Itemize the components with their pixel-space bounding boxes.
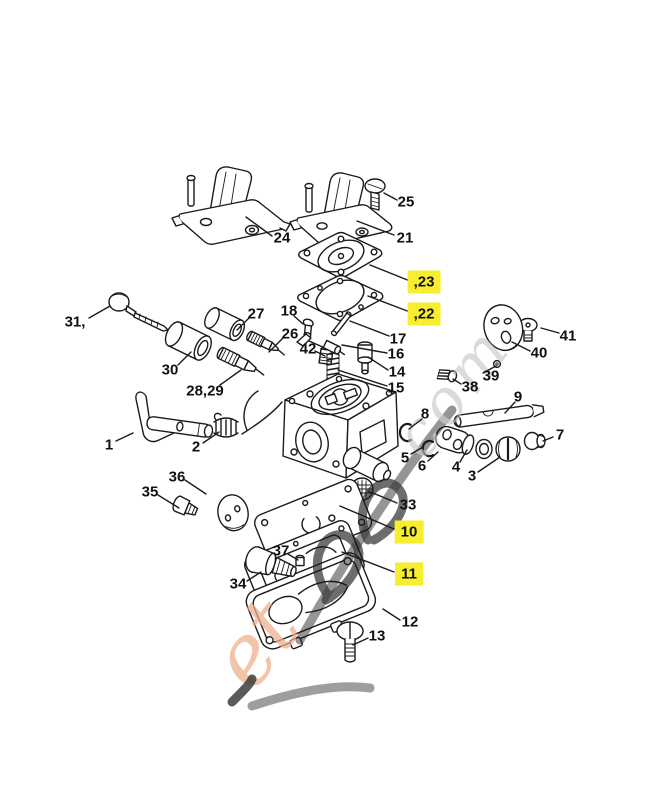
part-28-29-needle — [216, 346, 265, 376]
leader-line-14 — [367, 356, 389, 371]
leader-line-17 — [349, 320, 390, 337]
leader-line-26 — [268, 337, 284, 353]
leader-line-34 — [246, 571, 262, 582]
part-24-flange — [171, 166, 291, 245]
part-17-pin — [330, 311, 352, 337]
leader-line-37 — [287, 553, 299, 561]
part-8-clip — [398, 422, 413, 443]
part-7-plug — [523, 431, 546, 451]
leader-line-16 — [341, 344, 388, 354]
leader-line-38 — [452, 378, 462, 385]
part-5-6-clip — [421, 439, 435, 458]
part-37-nut — [295, 554, 305, 567]
part-34-plug — [245, 546, 297, 578]
part-9-shaft — [453, 404, 545, 428]
leader-line-30 — [177, 351, 192, 366]
part-36-disc — [217, 494, 249, 532]
part-4-piston — [435, 425, 475, 455]
leader-line-36 — [184, 479, 207, 495]
leader-line-33 — [367, 490, 398, 504]
leader-line-27 — [236, 317, 250, 331]
leader-line-24 — [245, 216, 273, 237]
leader-line-7 — [542, 436, 554, 442]
leader-line-42 — [314, 350, 326, 357]
part-35-screw — [172, 495, 199, 516]
leader-line-13 — [352, 637, 369, 646]
leader-line-11 — [341, 551, 395, 573]
leader-line-3 — [477, 456, 501, 473]
leader-line-1 — [115, 432, 134, 442]
leader-line-8 — [408, 418, 423, 430]
leader-line-40 — [511, 341, 531, 352]
part-40-disc — [483, 304, 524, 352]
part-41-screw — [518, 317, 538, 342]
part-1-lever — [135, 391, 214, 443]
part-23-diaphragm — [298, 231, 383, 279]
leader-line-6 — [427, 451, 439, 462]
part-30-sleeve — [164, 321, 212, 361]
leader-line-12 — [382, 608, 401, 621]
leader-line-35 — [157, 494, 180, 509]
part-2-spring — [213, 401, 283, 438]
leader-line-25 — [383, 192, 398, 201]
leader-line-5 — [410, 446, 424, 455]
part-21-flange — [289, 172, 393, 246]
leader-line-41 — [540, 327, 560, 334]
leader-line-23 — [369, 264, 411, 282]
leader-line-18 — [293, 315, 304, 325]
part-3-washer-plug — [475, 436, 521, 462]
part-25-screw — [364, 178, 386, 211]
part-31-needle-screw — [108, 292, 169, 332]
leader-line-39 — [482, 365, 497, 374]
part-26-needle — [246, 330, 285, 356]
leader-lines — [88, 192, 560, 646]
leader-line-28-29 — [219, 369, 242, 386]
leader-line-4 — [459, 449, 468, 463]
part-12-housing — [245, 552, 377, 650]
leader-line-2 — [202, 431, 220, 444]
leader-line-31 — [88, 305, 111, 319]
leader-line-9 — [504, 401, 516, 414]
part-carburetor-body — [243, 373, 399, 483]
part-38-spring-screw — [436, 369, 458, 383]
leader-line-15 — [337, 369, 388, 387]
leader-line-21 — [356, 220, 395, 236]
leader-line-10 — [339, 505, 395, 530]
leader-line-22 — [367, 295, 411, 313]
